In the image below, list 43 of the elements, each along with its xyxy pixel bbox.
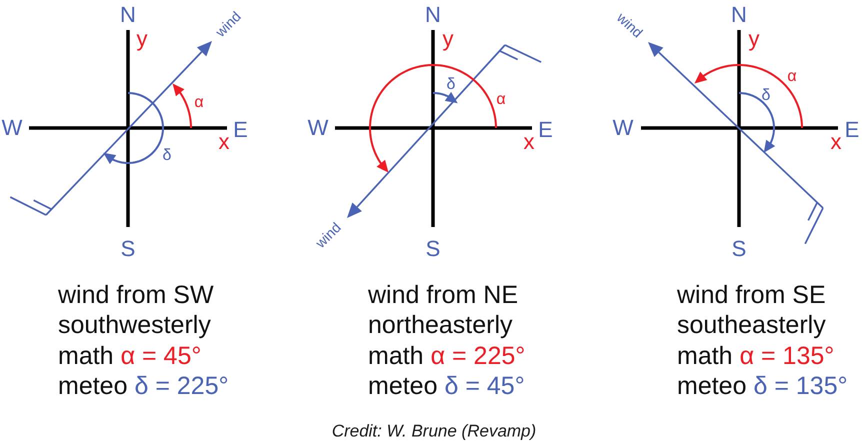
angle-label: α (787, 69, 797, 85)
convention-label: meteo (368, 374, 438, 400)
angle-value: δ = 45° (444, 374, 525, 400)
angle-label: δ (762, 88, 770, 104)
convention-label: math (677, 344, 733, 369)
convention-label: math (368, 344, 424, 369)
wind-name-text: southwesterly (58, 313, 211, 338)
axis-label: y (442, 28, 454, 50)
wind-direction-text: wind from SW (58, 282, 214, 308)
wind-name-text: southeasterly (677, 313, 826, 338)
compass-point-label: S (732, 238, 746, 260)
axis-label: y (136, 28, 148, 50)
compass-point-label: E (538, 118, 553, 140)
angle-value: α = 45° (120, 344, 202, 369)
compass-point-label: N (425, 4, 441, 26)
angle-value: δ = 135° (753, 374, 848, 400)
convention-label: math (58, 344, 114, 369)
compass-point-label: E (233, 118, 248, 140)
compass-point-label: N (731, 4, 747, 26)
compass-point-label: S (120, 238, 136, 260)
compass-point-label: S (426, 238, 440, 260)
convention-label: meteo (677, 374, 746, 400)
angle-value: α = 135° (740, 344, 834, 369)
wind-direction-text: wind from NE (368, 282, 518, 308)
convention-label: meteo (58, 374, 128, 400)
axis-label: y (748, 28, 760, 50)
axis-label: x (524, 130, 534, 152)
axis-label: x (830, 130, 842, 152)
wind-direction-text: wind from SE (677, 282, 826, 308)
compass-point-label: E (844, 118, 860, 140)
compass-point-label: W (612, 117, 634, 139)
wind-name-text: northeasterly (368, 313, 513, 338)
compass-point-label: N (120, 4, 136, 26)
compass-point-label: W (308, 117, 328, 139)
angle-label: δ (446, 76, 456, 92)
compass-point-label: W (2, 117, 22, 139)
angle-label: α (496, 92, 506, 108)
credit-caption: Credit: W. Brune (Revamp) (332, 422, 536, 440)
axis-label: x (218, 130, 230, 152)
angle-value: δ = 225° (134, 374, 229, 400)
angle-label: δ (162, 148, 172, 164)
angle-label: α (194, 94, 204, 110)
angle-value: α = 225° (430, 344, 526, 369)
